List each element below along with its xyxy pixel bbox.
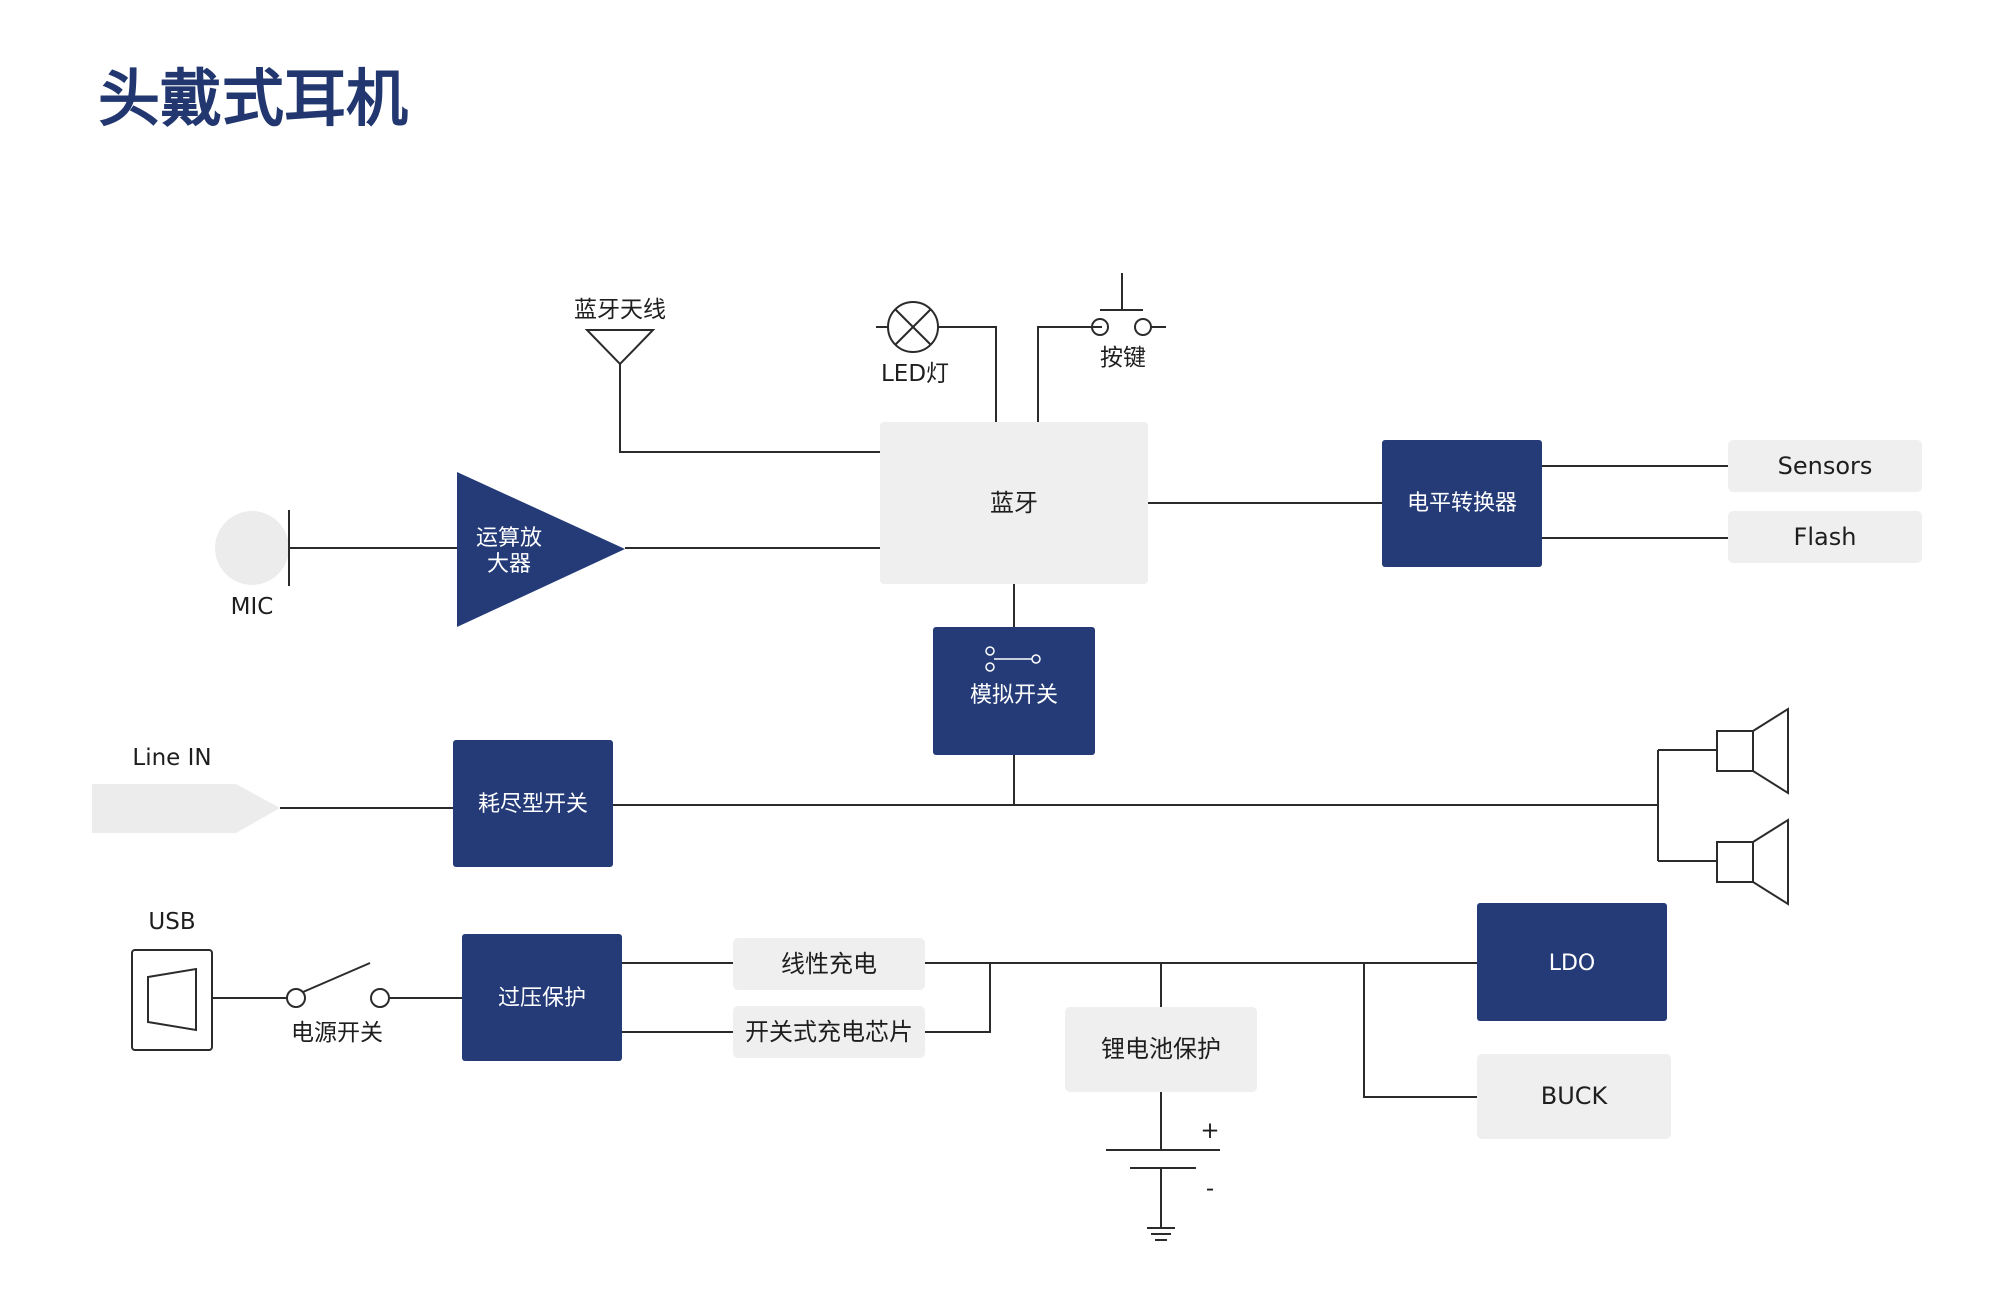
bt-antenna-label: 蓝牙天线 (574, 297, 666, 323)
switch-charger-label: 开关式充电芯片 (745, 1018, 913, 1046)
linear-charge-block (733, 938, 925, 990)
ldo-block (1477, 903, 1667, 1021)
depletion-switch-label: 耗尽型开关 (478, 792, 588, 817)
opamp-label-line2: 大器 (487, 552, 531, 577)
opamp-triangle (457, 472, 625, 627)
led-label: LED灯 (881, 361, 949, 387)
line-in-connector (92, 784, 280, 833)
switch-charger-block (733, 1006, 925, 1058)
analog-switch-label: 模拟开关 (970, 683, 1058, 708)
battery-minus-label: - (1206, 1176, 1214, 1202)
ldo-label: LDO (1549, 951, 1596, 976)
page-title: 头戴式耳机 (98, 62, 408, 135)
switch-icon (985, 646, 1041, 672)
microphone-icon (215, 510, 290, 586)
level-shifter-label: 电平转换器 (1407, 491, 1517, 516)
sensors-block (1728, 440, 1922, 492)
ovp-block (462, 934, 622, 1061)
buck-label: BUCK (1541, 1082, 1609, 1110)
line-in-label: Line IN (132, 745, 211, 771)
level-shifter-block (1382, 440, 1542, 567)
connection-wires (212, 326, 1728, 1150)
depletion-switch-block (453, 740, 613, 867)
flash-label: Flash (1794, 523, 1857, 551)
usb-port-icon (131, 949, 213, 1051)
analog-switch-block (933, 627, 1095, 755)
ovp-label: 过压保护 (498, 986, 586, 1011)
opamp-label-line1: 运算放 (476, 526, 542, 551)
linear-charge-label: 线性充电 (781, 950, 877, 978)
sensors-label: Sensors (1778, 452, 1873, 480)
flash-block (1728, 511, 1922, 563)
power-switch-label: 电源开关 (291, 1020, 383, 1046)
led-lamp-icon (876, 301, 939, 353)
battery-protect-block (1065, 1007, 1257, 1092)
bluetooth-label: 蓝牙 (990, 489, 1038, 517)
battery-icon (1106, 1149, 1220, 1241)
speaker-icon (1716, 707, 1789, 795)
buck-block (1477, 1054, 1671, 1139)
speaker-icon (1716, 818, 1789, 906)
mic-label: MIC (231, 594, 274, 620)
push-button-icon (1091, 273, 1166, 336)
usb-label: USB (148, 909, 195, 935)
bluetooth-block (880, 422, 1148, 584)
battery-protect-label: 锂电池保护 (1101, 1035, 1221, 1063)
antenna-icon (584, 329, 656, 366)
power-switch-icon (286, 962, 390, 1008)
key-label: 按键 (1100, 345, 1146, 371)
battery-plus-label: + (1200, 1118, 1219, 1144)
